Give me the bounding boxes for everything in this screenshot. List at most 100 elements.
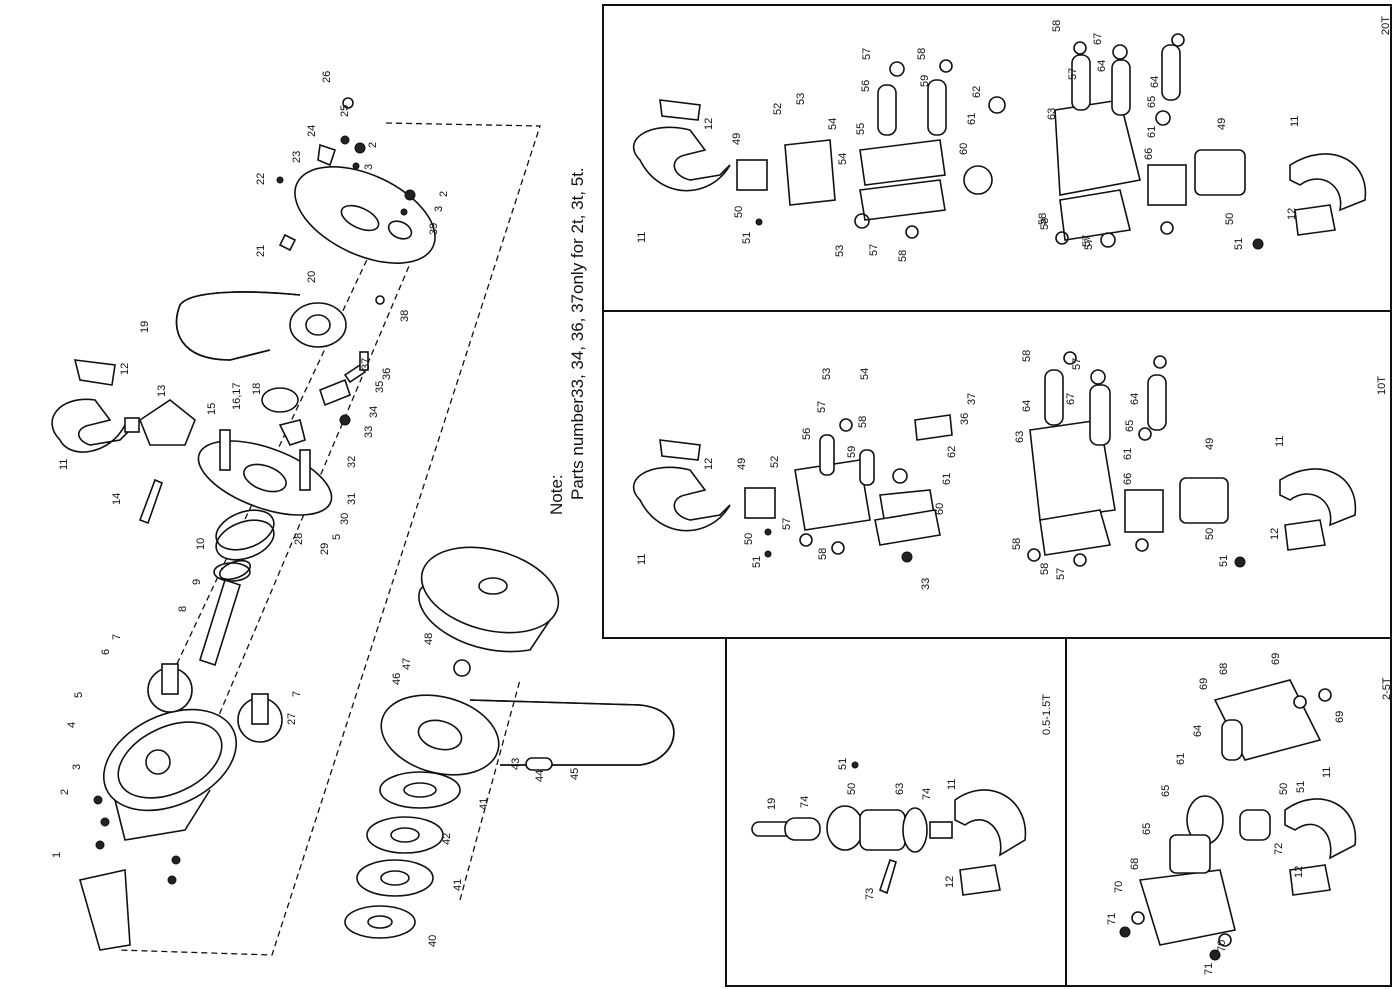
part-label: 35 bbox=[374, 381, 386, 393]
part-label: 19 bbox=[766, 798, 778, 810]
part-label: 38 bbox=[399, 310, 411, 322]
part-label: 42 bbox=[441, 833, 453, 845]
part-label: 9 bbox=[191, 579, 203, 585]
part-label: 33 bbox=[363, 426, 375, 438]
part-label: 51 bbox=[837, 758, 849, 770]
part-label: 27 bbox=[286, 713, 298, 725]
part-label: 12 bbox=[119, 363, 131, 375]
part-label: 32 bbox=[346, 456, 358, 468]
part-label: 60 bbox=[958, 143, 970, 155]
part-label: 61 bbox=[1146, 126, 1158, 138]
part-label: 71 bbox=[1203, 963, 1215, 975]
part-label: 12 bbox=[1286, 208, 1298, 220]
part-label: 19 bbox=[139, 321, 151, 333]
part-label: 49 bbox=[736, 458, 748, 470]
part-label: 4 bbox=[66, 722, 78, 728]
part-label: 2 bbox=[59, 789, 71, 795]
assembly-axis bbox=[159, 199, 396, 701]
part-label: 57 bbox=[1081, 235, 1093, 247]
panel-20t-labels: 1112495051525354535455565757585859606162… bbox=[636, 20, 1301, 262]
part-label: 53 bbox=[821, 368, 833, 380]
brake-plate bbox=[197, 429, 333, 516]
part-label: 63 bbox=[1046, 108, 1058, 120]
part-label: 15 bbox=[206, 403, 218, 415]
part-label: 53 bbox=[795, 93, 807, 105]
part-label: 71 bbox=[1106, 913, 1118, 925]
part-label: 3 bbox=[363, 164, 375, 170]
part-label: 58 bbox=[1039, 218, 1051, 230]
part-label: 57 bbox=[868, 244, 880, 256]
part-label: 16,17 bbox=[231, 382, 243, 410]
part-label: 8 bbox=[177, 606, 189, 612]
part-label: 57 bbox=[816, 401, 828, 413]
part-label: 11 bbox=[1321, 767, 1333, 778]
assembly-axis-3 bbox=[459, 679, 521, 901]
part-label: 46 bbox=[391, 673, 403, 685]
part-label: 54 bbox=[827, 118, 839, 130]
part-label: 57 bbox=[1067, 68, 1079, 80]
ring-9 bbox=[213, 562, 251, 582]
part-label: 62 bbox=[946, 446, 958, 458]
part-label: 52 bbox=[772, 103, 784, 115]
part-label: 70 bbox=[1216, 940, 1228, 952]
part-label: 61 bbox=[966, 113, 978, 125]
part-label: 14 bbox=[111, 493, 123, 505]
note-text: Parts number33, 34, 36, 37only for 2t, 3… bbox=[568, 167, 587, 500]
part-label: 69 bbox=[1198, 678, 1210, 690]
part-label: 20 bbox=[306, 271, 318, 283]
part-label: 54 bbox=[837, 153, 849, 165]
part-label: 50 bbox=[1204, 528, 1216, 540]
part-label: 65 bbox=[1146, 96, 1158, 108]
part-label: 45 bbox=[569, 768, 581, 780]
part-label: 11 bbox=[636, 232, 648, 243]
part-label: 58 bbox=[1021, 350, 1033, 362]
part-label: 58 bbox=[1037, 213, 1049, 225]
part-label: 55 bbox=[855, 123, 867, 135]
part-label: 65 bbox=[1124, 420, 1136, 432]
part-label: 30 bbox=[339, 513, 351, 525]
group-boundary bbox=[117, 122, 541, 956]
pin-14 bbox=[138, 478, 164, 525]
part-label: 64 bbox=[1192, 725, 1204, 737]
panel-2-5t-border bbox=[1065, 637, 1392, 987]
part-label: 51 bbox=[751, 556, 763, 568]
part-label: 33 bbox=[920, 578, 932, 590]
panel-10t-drawing bbox=[633, 351, 1357, 568]
part-label: 39 bbox=[428, 223, 440, 235]
part-label: 58 bbox=[1039, 563, 1051, 575]
part-label: 57 bbox=[781, 518, 793, 530]
part-label: 60 bbox=[934, 503, 946, 515]
part-label: 58 bbox=[897, 250, 909, 262]
panel-05-15t-drawing bbox=[751, 761, 1027, 896]
handle-cover bbox=[78, 869, 131, 951]
part-label: 61 bbox=[1175, 753, 1187, 765]
part-label: 49 bbox=[1216, 118, 1228, 130]
load-chain-19 bbox=[175, 291, 301, 361]
part-label: 22 bbox=[255, 173, 267, 185]
part-label: 11 bbox=[1274, 436, 1286, 447]
panel-05-label: 0.5-1.5T bbox=[1041, 694, 1053, 735]
part-label: 11 bbox=[636, 554, 648, 565]
part-label: 36 bbox=[959, 413, 971, 425]
part-label: 2 bbox=[438, 191, 450, 197]
panel-20t-drawing bbox=[633, 33, 1367, 250]
part-label: 12 bbox=[944, 876, 956, 888]
gear-6 bbox=[147, 663, 193, 713]
part-label: 74 bbox=[921, 788, 933, 800]
part-label: 66 bbox=[1143, 148, 1155, 160]
gear-10 bbox=[215, 509, 275, 561]
nut-46 bbox=[453, 659, 471, 677]
part-label: 66 bbox=[1122, 473, 1134, 485]
part-label: 47 bbox=[401, 658, 413, 670]
part-label: 58 bbox=[1051, 20, 1063, 32]
part-label: 63 bbox=[894, 783, 906, 795]
part-label: 43 bbox=[510, 758, 522, 770]
part-label: 31 bbox=[346, 493, 358, 505]
top-plate-39 bbox=[294, 166, 436, 264]
part-label: 70 bbox=[1113, 881, 1125, 893]
part-label: 61 bbox=[1122, 448, 1134, 460]
